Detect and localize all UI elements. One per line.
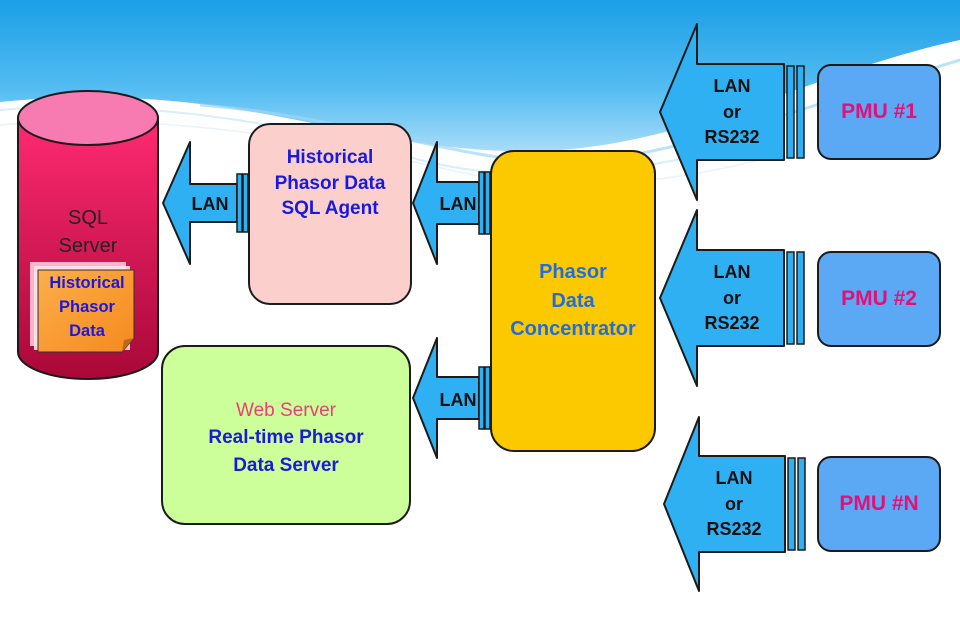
link-label-agent-to-sql: LAN [191,194,229,214]
pdc-line2: Data [551,289,595,312]
historical-data-document-icon [30,262,135,353]
web-server-title: Web Server [236,399,336,421]
link-label-pdc-to-agent: LAN [439,194,477,214]
note-line2: Phasor [59,297,115,316]
pmun-link-line1: LAN [715,468,753,488]
pmu-box-1: PMU #1 [817,64,941,160]
pmu2-link-line2: or [723,287,741,308]
arrow-pmu2-to-pdc [659,209,805,387]
sql-agent-line3: SQL Agent [281,198,379,220]
pmun-link-line3: RS232 [706,519,762,540]
arrow-pdc-to-web [412,337,491,459]
note-line1: Historical [49,274,125,292]
sql-server-label: SQL Server [28,204,148,260]
pmu1-link-line2: or [723,101,741,122]
sql-agent-line1: Historical [286,147,374,168]
arrow-pdc-to-agent [412,141,491,265]
sql-agent-box: Historical Phasor Data SQL Agent [248,123,412,305]
pmun-link-line2: or [725,493,743,514]
pmu-label-2: PMU #2 [841,286,917,310]
pmu-box-2: PMU #2 [817,251,941,347]
pdc-line3: Concentrator [510,318,636,341]
link-label-pmu2: LAN or RS232 [692,260,772,337]
sql-agent-line2: Phasor Data [274,172,386,194]
pmu2-link-line3: RS232 [704,313,760,334]
note-line3: Data [69,321,105,340]
link-label-pmu1: LAN or RS232 [692,74,772,151]
pmu1-link-line1: LAN [713,76,751,96]
web-server-line1: Real-time Phasor [208,427,364,449]
arrow-pmu1-to-pdc [659,23,805,201]
pmu-box-n: PMU #N [817,456,941,552]
link-label-pdc-to-web: LAN [439,390,477,410]
pmu-label-n: PMU #N [839,491,919,515]
sql-server-label-line1: SQL [67,207,109,229]
pdc-line1: Phasor [539,261,607,284]
pmu-label-1: PMU #1 [841,99,917,123]
pmu2-link-line1: LAN [713,262,751,282]
web-server-line2: Data Server [233,454,339,476]
arrow-pmun-to-pdc [663,416,806,592]
sql-server-label-line2: Server [58,235,118,257]
web-server-box: Web Server Real-time Phasor Data Server [161,345,411,525]
link-label-pmun: LAN or RS232 [694,466,774,543]
phasor-data-concentrator-box: Phasor Data Concentrator [490,150,656,452]
arrow-agent-to-sql [162,141,249,265]
historical-data-note: Historical Phasor Data [40,272,134,344]
pmu1-link-line3: RS232 [704,127,760,148]
